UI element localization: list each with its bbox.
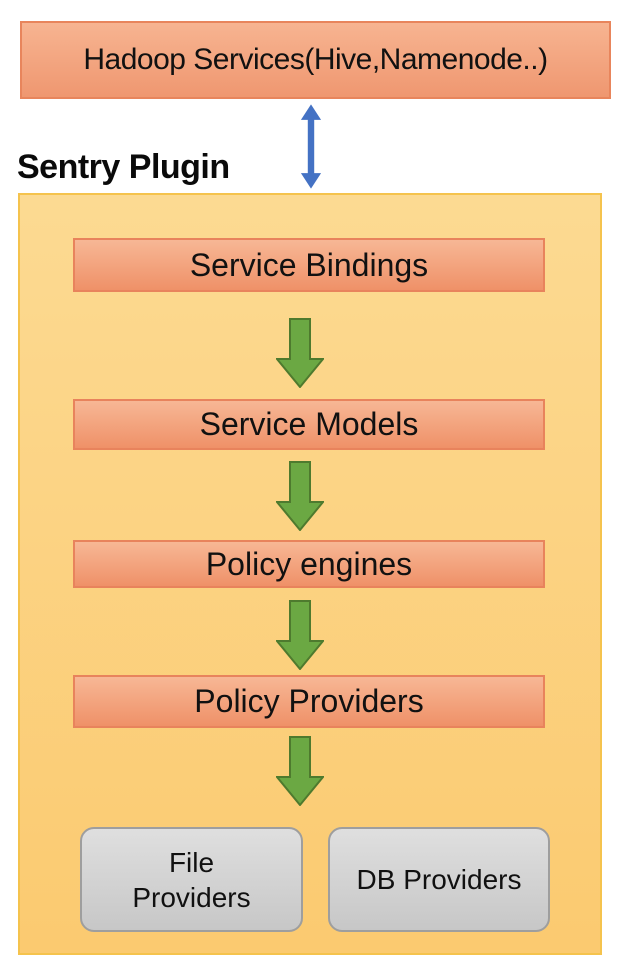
flow-box-label: Policy engines (205, 545, 413, 582)
double-arrow-icon (300, 104, 322, 189)
provider-box-db: DB Providers (328, 827, 550, 932)
down-arrow-icon (276, 461, 324, 531)
flow-box-service-bindings: Service Bindings (73, 238, 545, 292)
flow-box-policy-providers: Policy Providers (73, 675, 545, 728)
provider-box-file: File Providers (80, 827, 303, 932)
provider-box-label: DB Providers (356, 864, 522, 895)
hadoop-services-box: Hadoop Services(Hive,Namenode..) (20, 21, 611, 99)
hadoop-services-label: Hadoop Services(Hive,Namenode..) (83, 43, 548, 76)
flow-box-service-models: Service Models (73, 399, 545, 450)
provider-box-label: File Providers (132, 846, 251, 913)
down-arrow-icon (276, 318, 324, 388)
flow-box-label: Policy Providers (194, 683, 424, 719)
flow-box-label: Service Models (199, 406, 419, 442)
flow-box-label: Service Bindings (189, 246, 429, 283)
down-arrow-icon (276, 736, 324, 806)
down-arrow-icon (276, 600, 324, 670)
flow-box-policy-engines: Policy engines (73, 540, 545, 588)
plugin-title: Sentry Plugin (17, 148, 230, 186)
